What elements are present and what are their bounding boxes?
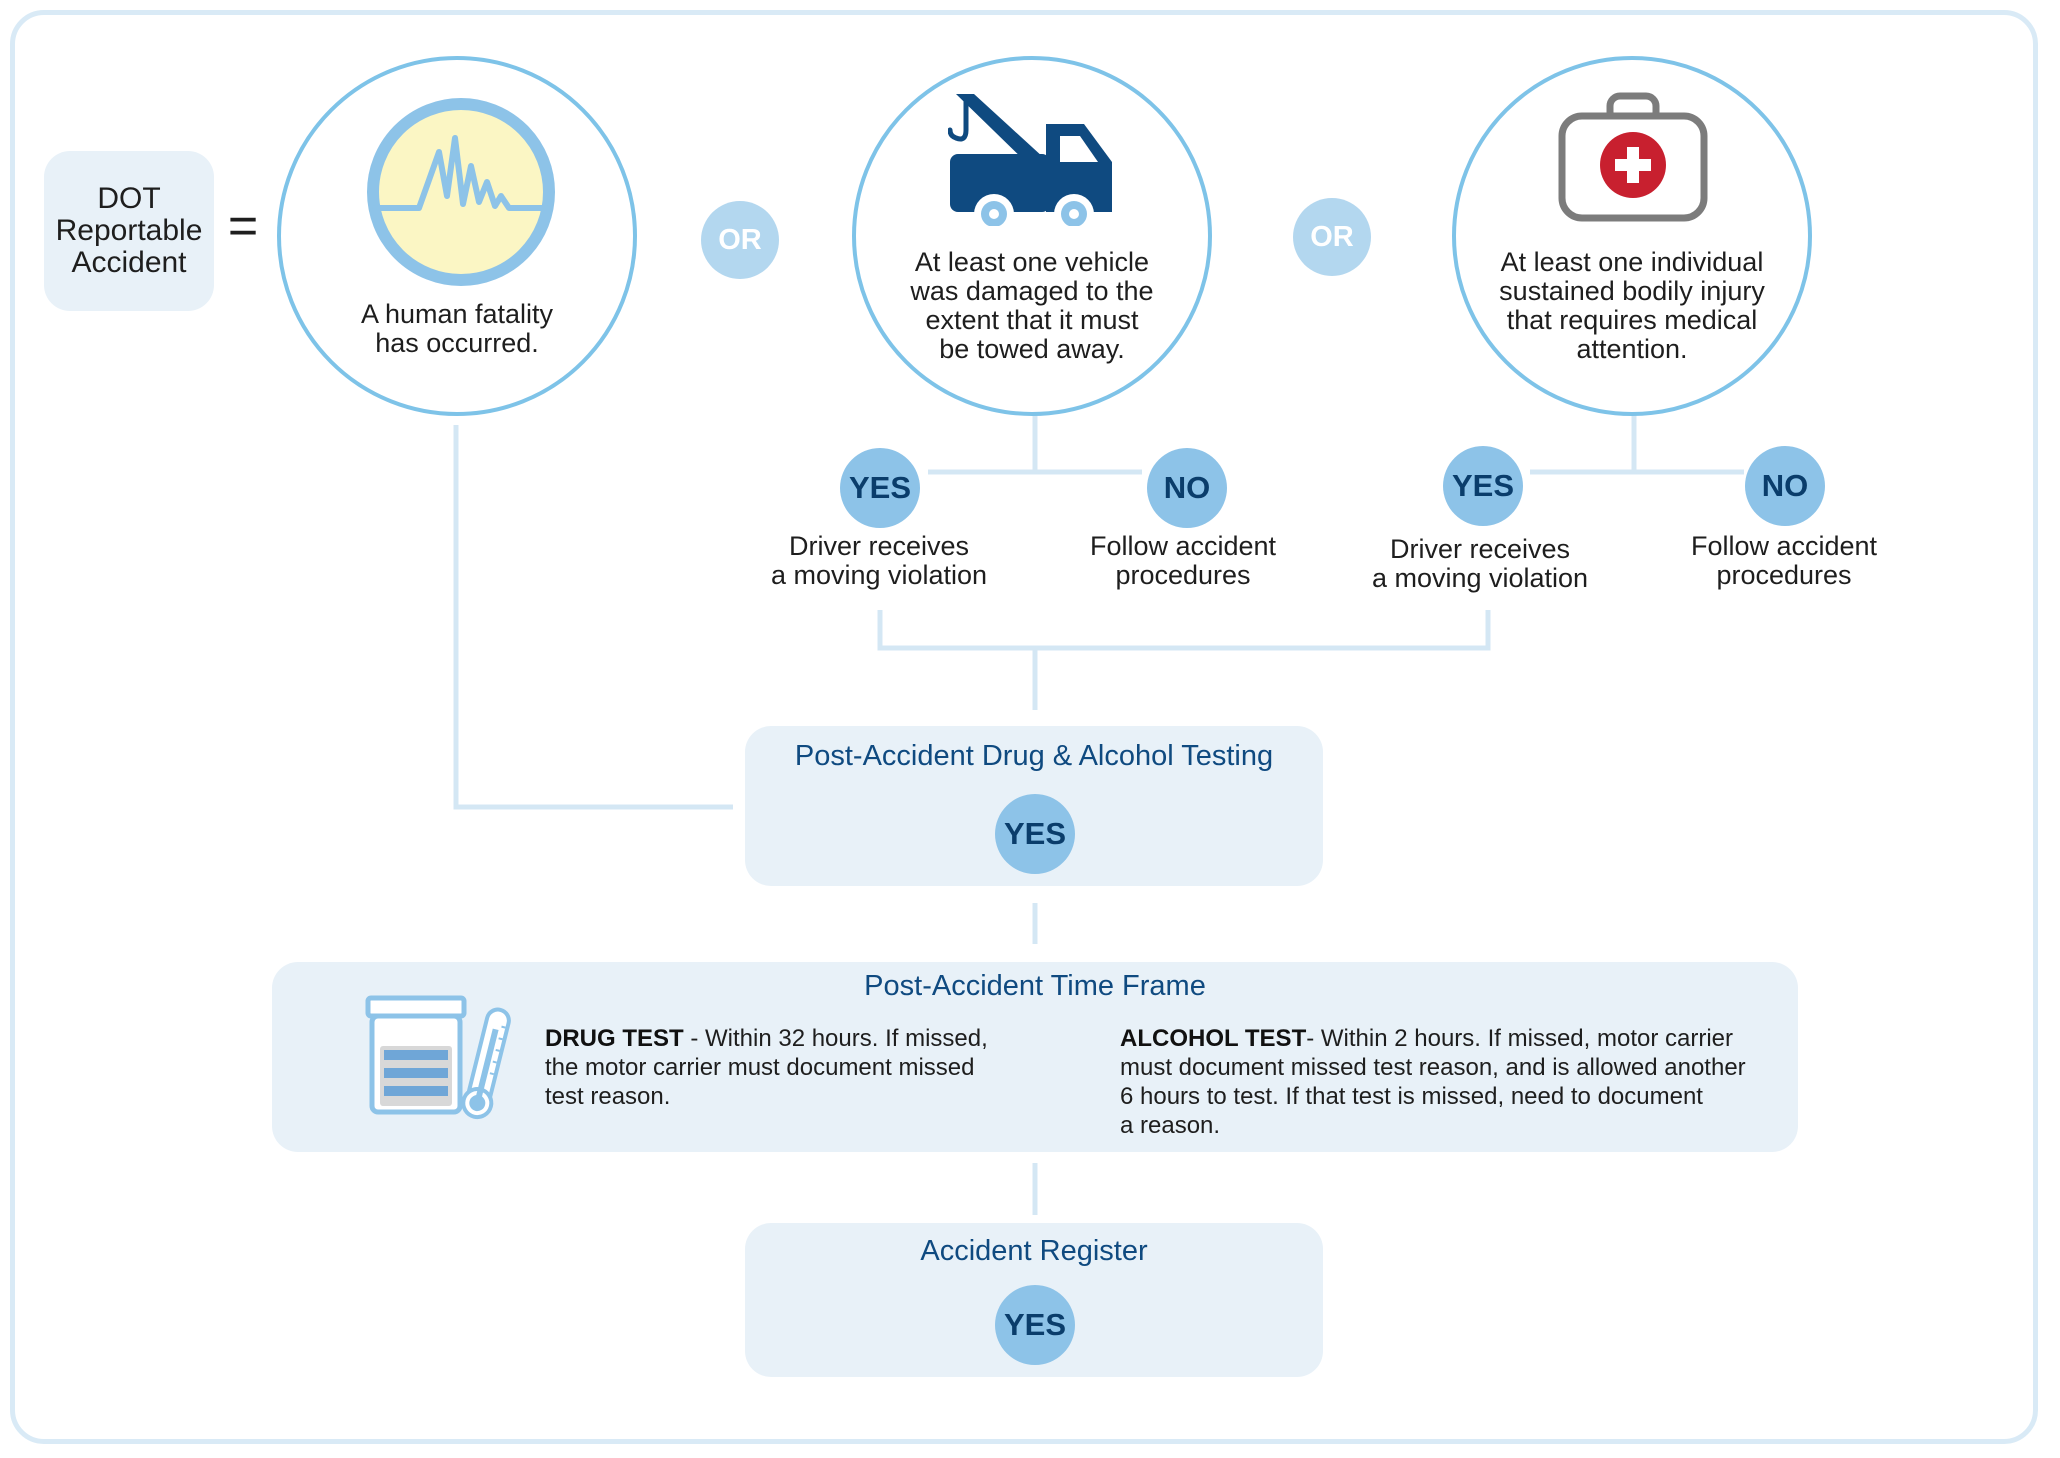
injury-no-outcome: Follow accident procedures [1649, 532, 1919, 590]
bodily-injury-condition-text: At least one individual sustained bodily… [1486, 248, 1778, 364]
vehicle-yes-badge: YES [840, 448, 920, 528]
or-badge: OR [1293, 198, 1371, 276]
outcome-line: Follow accident [1089, 531, 1277, 561]
vehicle-no-badge: NO [1147, 448, 1227, 528]
vehicle-branch-connector [928, 414, 1142, 475]
register-yes-badge: YES [995, 1285, 1075, 1365]
condition-text-line: A human fatality [360, 299, 554, 329]
injury-yes-badge: YES [1443, 446, 1523, 526]
alcohol-test-text: ALCOHOL TEST- Within 2 hours. If missed,… [1120, 1024, 1790, 1140]
injury-no-badge: NO [1745, 446, 1825, 526]
post-accident-testing-title: Post-Accident Drug & Alcohol Testing [794, 740, 1274, 772]
alcohol-test-label: ALCOHOL TEST [1120, 1025, 1307, 1052]
condition-text-line: sustained bodily injury [1499, 276, 1765, 306]
drug-test-text-line: test reason. [545, 1083, 671, 1110]
condition-text-line: attention. [1576, 334, 1688, 364]
drug-test-text: DRUG TEST - Within 32 hours. If missed, … [545, 1024, 1045, 1111]
definition-line: DOT [97, 182, 161, 215]
condition-text-line: extent that it must [925, 305, 1139, 335]
alcohol-test-text-line: 6 hours to test. If that test is missed,… [1120, 1083, 1703, 1110]
fatality-to-testing-connector [453, 425, 733, 810]
outcome-line: procedures [1115, 560, 1251, 590]
drug-test-text-line: - Within 32 hours. If missed, [683, 1025, 988, 1052]
alcohol-test-text-line: - Within 2 hours. If missed, motor carri… [1306, 1025, 1734, 1052]
condition-text-line: At least one vehicle [914, 247, 1150, 277]
condition-text-line: be towed away. [939, 334, 1125, 364]
fatality-condition-circle: A human fatality has occurred. [277, 56, 637, 416]
condition-text-line: has occurred. [375, 328, 539, 358]
outcome-line: Driver receives [1389, 534, 1571, 564]
definition-line: Accident [71, 246, 187, 279]
outcome-line: procedures [1716, 560, 1852, 590]
specimen-cup-thermometer-icon [365, 995, 511, 1120]
injury-branch-connector [1530, 414, 1744, 475]
tow-truck-icon [948, 94, 1112, 226]
yes-merge-connector [877, 610, 1491, 710]
first-aid-kit-icon [1558, 92, 1708, 222]
dot-reportable-accident-label: DOT Reportable Accident [44, 151, 214, 311]
drug-test-line-1: DRUG TEST - Within 32 hours. If missed, [545, 1024, 1045, 1053]
outcome-line: a moving violation [770, 560, 988, 590]
condition-text-line: was damaged to the [910, 276, 1154, 306]
post-accident-time-frame-panel: Post-Accident Time Frame DRUG TEST - Wit… [272, 962, 1798, 1152]
vehicle-yes-outcome: Driver receives a moving violation [744, 532, 1014, 590]
drug-test-label: DRUG TEST [545, 1025, 684, 1052]
condition-text-line: At least one individual [1500, 247, 1764, 277]
post-accident-testing-panel: Post-Accident Drug & Alcohol Testing YES [745, 726, 1323, 886]
definition-line: Reportable [55, 214, 203, 247]
fatality-condition-text: A human fatality has occurred. [311, 300, 603, 358]
outcome-line: Driver receives [788, 531, 970, 561]
seismograph-icon [367, 98, 555, 286]
equals-sign: = [227, 197, 259, 255]
alcohol-test-text-line: a reason. [1120, 1112, 1221, 1139]
alcohol-test-line-1: ALCOHOL TEST- Within 2 hours. If missed,… [1120, 1024, 1790, 1053]
towed-vehicle-condition-text: At least one vehicle was damaged to the … [886, 248, 1178, 364]
outcome-line: a moving violation [1371, 563, 1589, 593]
accident-register-title: Accident Register [920, 1235, 1148, 1267]
towed-vehicle-condition-circle: At least one vehicle was damaged to the … [852, 56, 1212, 416]
accident-register-panel: Accident Register YES [745, 1223, 1323, 1377]
condition-text-line: that requires medical [1506, 305, 1758, 335]
bodily-injury-condition-circle: At least one individual sustained bodily… [1452, 56, 1812, 416]
outcome-line: Follow accident [1690, 531, 1878, 561]
or-badge: OR [701, 201, 779, 279]
injury-yes-outcome: Driver receives a moving violation [1345, 535, 1615, 593]
time-frame-title: Post-Accident Time Frame [864, 970, 1206, 1002]
diagram-frame [10, 10, 2038, 1444]
testing-yes-badge: YES [995, 794, 1075, 874]
alcohol-test-text-line: must document missed test reason, and is… [1120, 1054, 1746, 1081]
vehicle-no-outcome: Follow accident procedures [1048, 532, 1318, 590]
drug-test-text-line: the motor carrier must document missed [545, 1054, 975, 1081]
